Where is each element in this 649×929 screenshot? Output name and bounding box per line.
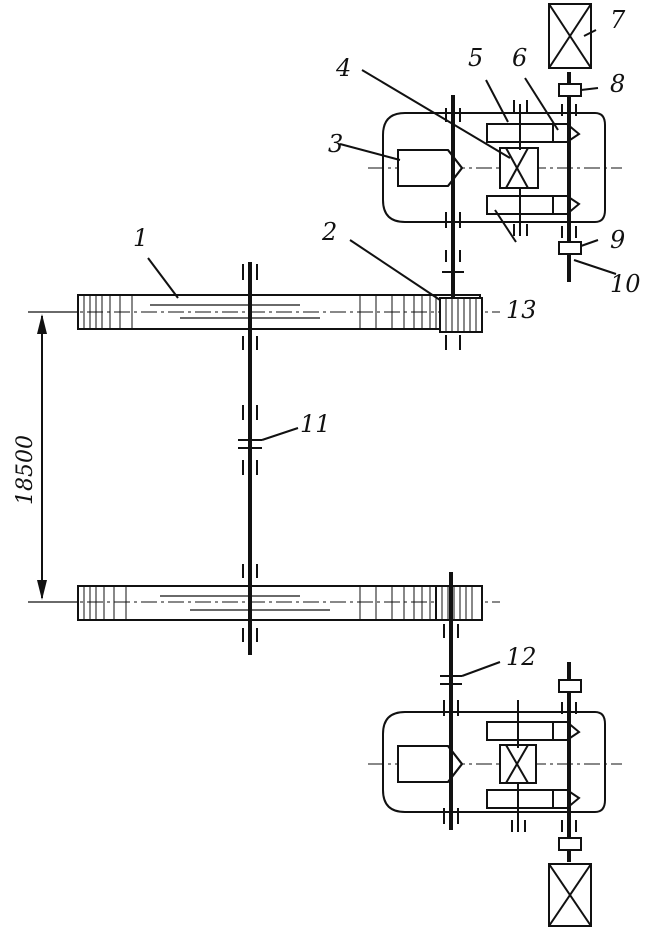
callout-1: 1 — [133, 224, 148, 252]
callout-4: 4 — [335, 54, 351, 82]
leader-lines — [147, 29, 617, 677]
upper-drive-wheel — [60, 294, 500, 330]
lower-drive-wheel — [60, 585, 500, 621]
dimension-label: 18500 — [13, 435, 38, 505]
callout-3: 3 — [328, 130, 343, 158]
callout-7: 7 — [610, 6, 626, 34]
callout-5: 5 — [468, 44, 483, 72]
callout-10: 10 — [610, 270, 641, 298]
callout-11: 11 — [300, 410, 331, 438]
pinion-2 — [439, 297, 483, 333]
lower-gearbox — [368, 572, 622, 927]
upper-gearbox — [368, 3, 622, 350]
callout-6: 6 — [512, 44, 527, 72]
lower-wheel-teeth-left — [83, 586, 127, 620]
lower-wheel-teeth-right — [359, 586, 431, 620]
callout-9: 9 — [610, 226, 625, 254]
central-shaft — [238, 262, 262, 655]
dimension-line: 18500 — [13, 311, 78, 603]
callout-12: 12 — [506, 643, 537, 671]
callout-8: 8 — [610, 70, 625, 98]
callout-13: 13 — [506, 296, 537, 324]
lower-pinion — [435, 585, 483, 621]
callouts: 1 2 3 4 5 6 7 8 9 10 11 12 13 — [133, 6, 641, 671]
callout-2: 2 — [321, 218, 337, 246]
